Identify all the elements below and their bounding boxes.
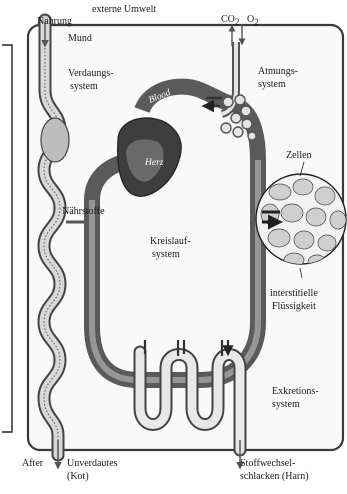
interstitial-fluid-label-2: Flüssigkeit	[272, 301, 316, 312]
digestive-system-label: Verdaungs-	[68, 68, 114, 79]
excretory-system-label-2: system	[272, 399, 300, 410]
excretory-system-label: Exkretions-	[272, 386, 319, 397]
mouth-label: Mund	[68, 33, 92, 44]
circulatory-system-label-2: system	[152, 249, 180, 260]
undigested-label: Unverdautes	[67, 458, 118, 469]
margin-bracket	[2, 45, 12, 432]
metabolic-waste-label: Stoffwechsel-	[240, 458, 295, 469]
digestive-system-label-2: system	[70, 81, 98, 92]
circulatory-system-label: Kreislauf-	[150, 236, 191, 247]
undigested-label-2: (Kot)	[67, 471, 89, 482]
metabolic-waste-label-2: schlacken (Harn)	[240, 471, 309, 482]
cells-label: Zellen	[286, 150, 312, 161]
food-label: Nahrung	[37, 16, 72, 27]
respiratory-system-label-2: system	[258, 79, 286, 90]
nutrients-label: Nährstoffe	[62, 206, 105, 217]
respiratory-system-label: Atmungs-	[258, 66, 298, 77]
anus-label: After	[22, 458, 44, 469]
interstitial-fluid-label: interstitielle	[270, 288, 318, 299]
heart-label: Herz	[144, 158, 164, 168]
external-environment-label: externe Umwelt	[92, 4, 156, 15]
